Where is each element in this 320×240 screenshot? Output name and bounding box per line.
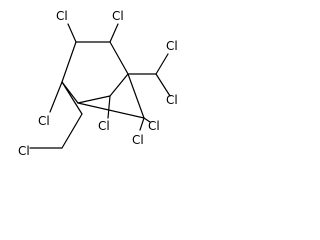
bond-c7-cl [107, 95, 111, 119]
atom-label-cl: Cl [166, 39, 178, 53]
atom-label-cl: Cl [98, 119, 110, 133]
bond-c1-c3 [61, 41, 77, 83]
chlorine-bonds [29, 23, 171, 149]
atom-labels: Cl Cl Cl Cl Cl Cl Cl Cl Cl [18, 9, 178, 158]
bond-c8-cl-right [143, 117, 151, 123]
atom-label-cl: Cl [148, 119, 160, 133]
chemical-structure-diagram: Cl Cl Cl Cl Cl Cl Cl Cl Cl [18, 9, 178, 158]
atom-label-cl: Cl [56, 9, 68, 23]
bond-c1-cl [67, 23, 77, 43]
bond-c8-cl-bottom [139, 117, 145, 131]
bond-c4-c8 [127, 73, 145, 119]
atom-label-cl: Cl [38, 114, 50, 128]
bond-c5-c9 [61, 113, 83, 149]
atom-label-cl: Cl [112, 9, 124, 23]
atom-label-cl: Cl [18, 144, 30, 158]
bond-c2-c4 [109, 41, 129, 75]
bond-c3-c6 [61, 81, 79, 104]
atom-label-cl: Cl [166, 93, 178, 107]
bond-c10-cl-upper [155, 53, 169, 75]
bond-c6-c7 [77, 95, 111, 104]
bond-lines [61, 41, 157, 149]
bond-c3-cl [49, 81, 63, 113]
bond-c4-c7 [109, 73, 129, 97]
bond-c10-cl-lower [155, 73, 171, 97]
bond-c6-c8 [77, 102, 145, 119]
atom-label-cl: Cl [132, 133, 144, 147]
bond-c2-cl [109, 23, 119, 43]
